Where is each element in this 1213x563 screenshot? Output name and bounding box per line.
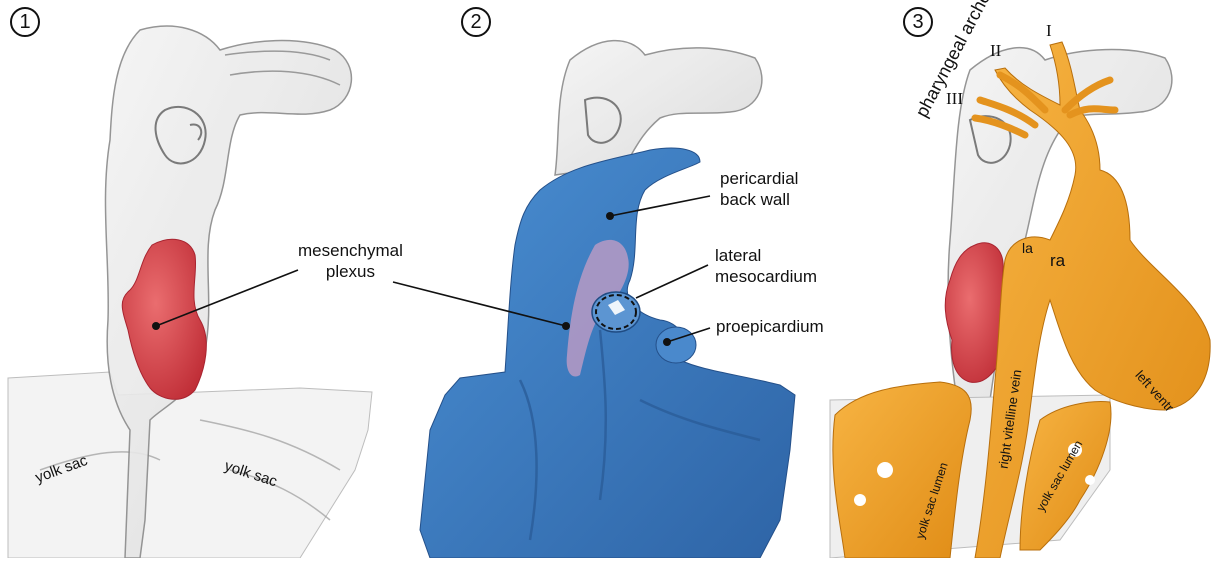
label-mesenchymal-plexus: mesenchymal plexus — [298, 240, 403, 282]
panel-number-2: 2 — [461, 7, 491, 37]
label-la: la — [1022, 238, 1033, 259]
label-lateral-line1: lateral — [715, 245, 817, 266]
label-back-wall-line2: back wall — [720, 189, 798, 210]
proepicardium-shape — [656, 327, 696, 363]
panel-2 — [393, 41, 795, 558]
label-ra: ra — [1050, 250, 1065, 271]
panel-number-1: 1 — [10, 7, 40, 37]
label-lateral-mesocardium: lateral mesocardium — [715, 245, 817, 287]
panel-3 — [830, 42, 1210, 558]
label-arch-iii: III — [946, 88, 963, 109]
label-arch-ii: II — [990, 40, 1001, 61]
label-pericardial-back-wall: pericardial back wall — [720, 168, 798, 210]
plexus-marker-dot — [152, 322, 160, 330]
label-mesenchymal-line1: mesenchymal — [298, 240, 403, 261]
label-plexus-line2: plexus — [298, 261, 403, 282]
label-mesocardium-line2: mesocardium — [715, 266, 817, 287]
label-proepicardium: proepicardium — [716, 316, 824, 337]
label-pericardial-line1: pericardial — [720, 168, 798, 189]
label-arch-i: I — [1046, 20, 1052, 41]
panel-number-3: 3 — [903, 7, 933, 37]
